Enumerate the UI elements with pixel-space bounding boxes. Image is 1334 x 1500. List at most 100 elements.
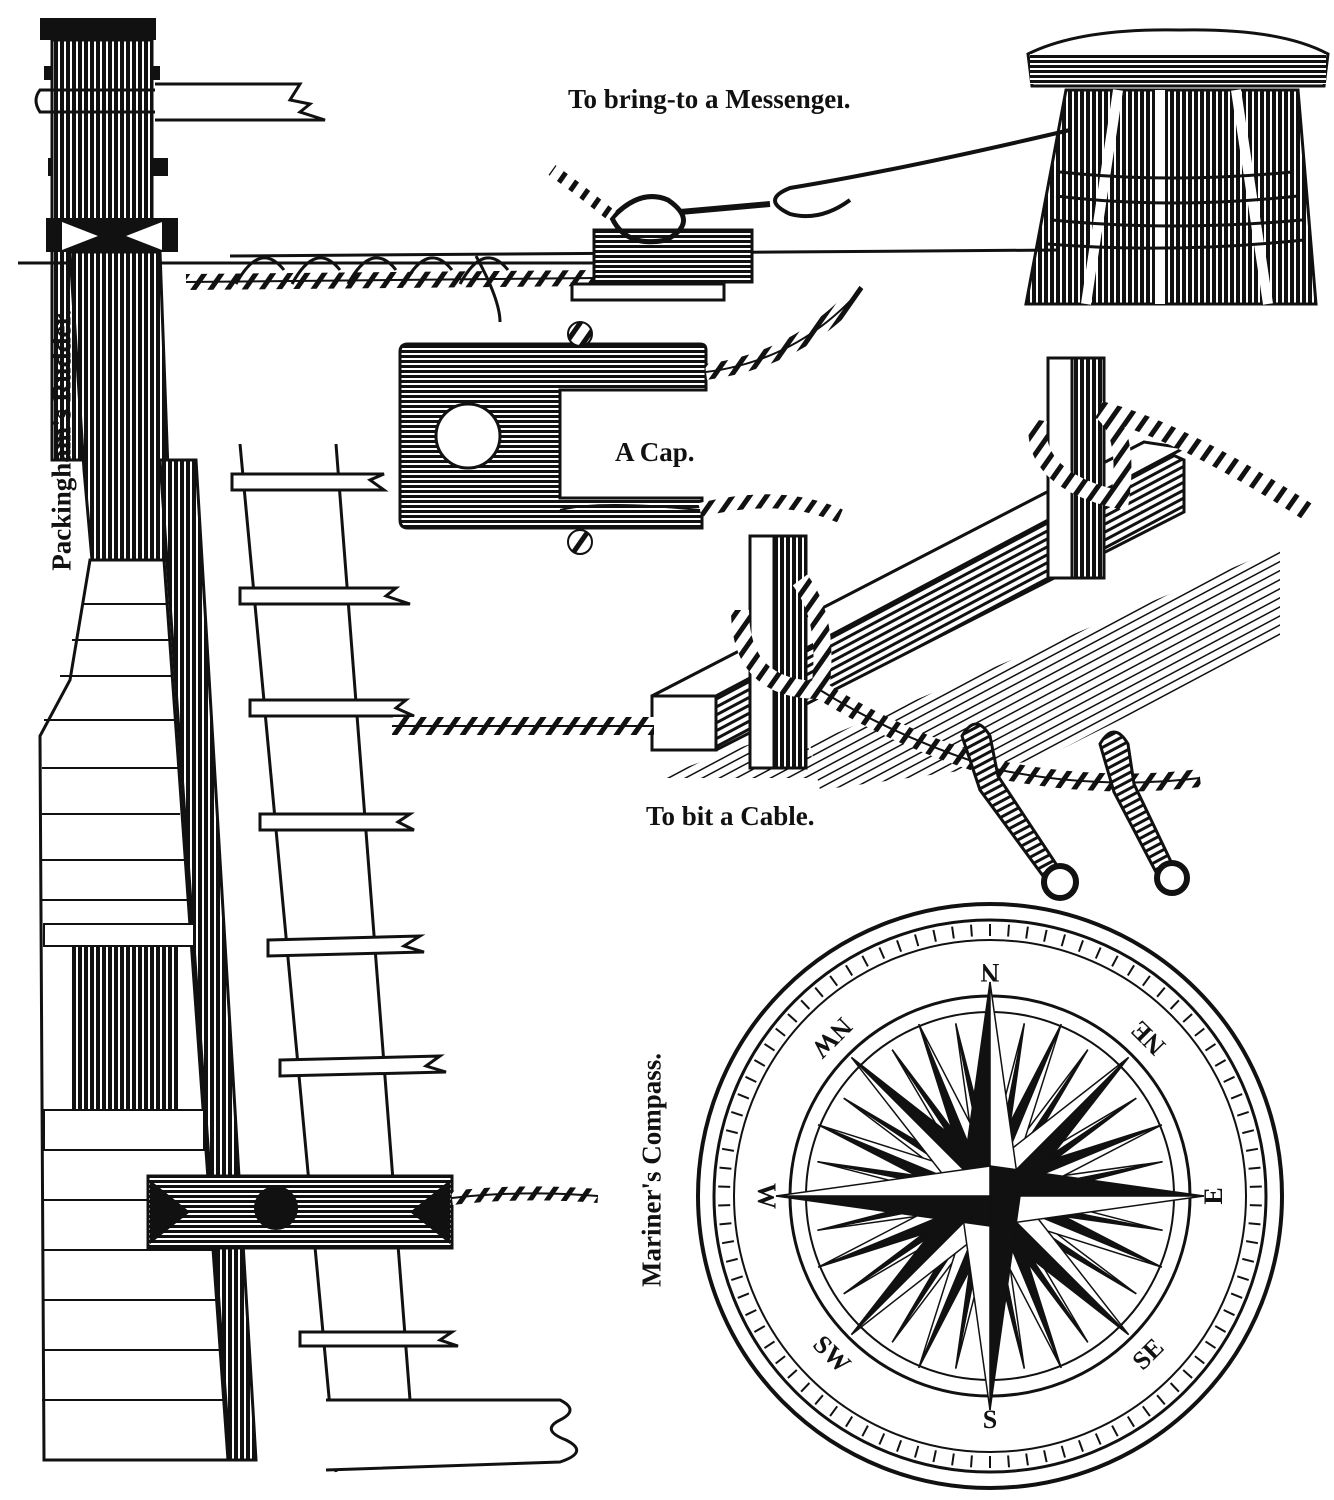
compass-tick: [1242, 1129, 1255, 1135]
compass-tick: [878, 1433, 886, 1445]
compass-tick: [753, 1059, 766, 1067]
compass-tick: [1230, 1093, 1243, 1100]
compass-tick: [932, 1450, 937, 1463]
compass-tick: [1094, 1433, 1102, 1445]
compass-tick: [1194, 1027, 1205, 1037]
compass-tick: [1007, 1455, 1010, 1468]
compass-tick: [725, 1129, 738, 1135]
compass-tick: [1182, 1369, 1193, 1379]
compass-tick: [1077, 1439, 1084, 1452]
compass-tick: [1126, 964, 1135, 977]
compass-tick: [878, 947, 886, 959]
compass-tick: [737, 1093, 750, 1100]
compass-tick: [1007, 924, 1010, 937]
messenger-caption: To bring-to a Messengeı.: [568, 84, 851, 114]
compass-tick: [1204, 1340, 1217, 1349]
compass-tick: [914, 1445, 920, 1458]
compass-tick: [814, 986, 824, 998]
compass-tick: [861, 1425, 869, 1437]
compass-tick: [719, 1222, 732, 1226]
compass-tick: [775, 1027, 786, 1037]
compass-tick: [721, 1147, 735, 1152]
compass-label-s: S: [983, 1405, 997, 1434]
compass-tick: [1156, 1394, 1166, 1406]
compass-tick: [1230, 1292, 1243, 1299]
compass-tick: [1248, 1166, 1261, 1170]
cap-caption: A Cap.: [615, 437, 695, 467]
compass-tick: [1214, 1325, 1227, 1333]
compass-tick: [719, 1166, 732, 1170]
compass-tick: [1025, 1453, 1029, 1466]
compass-tick: [1060, 1445, 1066, 1458]
compass-rose: [775, 981, 1205, 1411]
compass-tick: [800, 1382, 811, 1393]
stopper-right: [1098, 730, 1190, 896]
compass-tick: [1043, 1450, 1048, 1463]
compass-tick: [1077, 940, 1084, 953]
compass-tick: [970, 1455, 973, 1468]
compass-tick: [861, 955, 869, 967]
compass-tick: [814, 1394, 824, 1406]
compass-tick: [1223, 1309, 1235, 1317]
compass-tick: [932, 929, 937, 942]
compass-tick: [1169, 999, 1180, 1010]
compass-tick: [1156, 986, 1166, 998]
compass-tick: [1126, 1415, 1135, 1428]
stopper-left: [960, 722, 1079, 901]
bit-cable-illustration: [392, 356, 1313, 901]
compass-tick: [829, 975, 839, 987]
compass-tick: [1204, 1043, 1217, 1052]
compass-tick: [1094, 947, 1102, 959]
messenger-illustration: [185, 28, 1330, 323]
compass-star-point: [775, 1165, 991, 1197]
compass-tick: [725, 1257, 738, 1263]
compass-tick: [951, 926, 955, 939]
rudder-illustration: [18, 18, 620, 1473]
compass-tick: [1245, 1240, 1259, 1245]
compass-tick: [1060, 934, 1066, 947]
compass-tick: [1194, 1355, 1205, 1365]
compass-tick: [753, 1325, 766, 1333]
compass-tick: [763, 1043, 776, 1052]
compass-tick: [745, 1075, 757, 1083]
compass-tick: [721, 1240, 735, 1245]
compass-tick: [1248, 1222, 1261, 1226]
compass-tick: [737, 1292, 750, 1299]
compass-tick: [845, 964, 854, 977]
compass-tick: [1043, 929, 1048, 942]
compass-label-w: W: [752, 1183, 781, 1209]
bit-cable-caption: To bit a Cable.: [646, 801, 815, 831]
compass-tick: [775, 1355, 786, 1365]
compass-tick: [1111, 1425, 1119, 1437]
compass-tick: [730, 1110, 744, 1117]
compass-tick: [896, 940, 903, 953]
compass-tick: [1236, 1110, 1250, 1117]
compass-tick: [763, 1340, 776, 1349]
rudder-caption: Packingham's Rudder.: [46, 309, 77, 571]
compass-tick: [1182, 1013, 1193, 1023]
compass-tick: [1141, 975, 1151, 987]
compass-degree-ticks: [718, 924, 1262, 1468]
compass-tick: [1025, 926, 1029, 939]
compass-tick: [951, 1453, 955, 1466]
compass-tick: [914, 934, 920, 947]
compass-tick: [1223, 1075, 1235, 1083]
compass-tick: [845, 1415, 854, 1428]
compass-label-n: N: [980, 958, 999, 987]
compass-tick: [970, 924, 973, 937]
compass-tick: [896, 1439, 903, 1452]
compass-tick: [1214, 1059, 1227, 1067]
compass-tick: [1169, 1382, 1180, 1393]
compass-tick: [1236, 1275, 1250, 1282]
compass-tick: [1242, 1257, 1255, 1263]
compass-label-e: E: [1199, 1187, 1228, 1204]
cap-illustration: [398, 282, 869, 555]
compass-tick: [800, 999, 811, 1010]
compass-tick: [1111, 955, 1119, 967]
compass-tick: [730, 1275, 744, 1282]
compass-tick: [829, 1405, 839, 1417]
compass-caption: Mariner's Compass.: [636, 1053, 667, 1287]
compass-tick: [1245, 1147, 1259, 1152]
compass-tick: [787, 1369, 798, 1379]
